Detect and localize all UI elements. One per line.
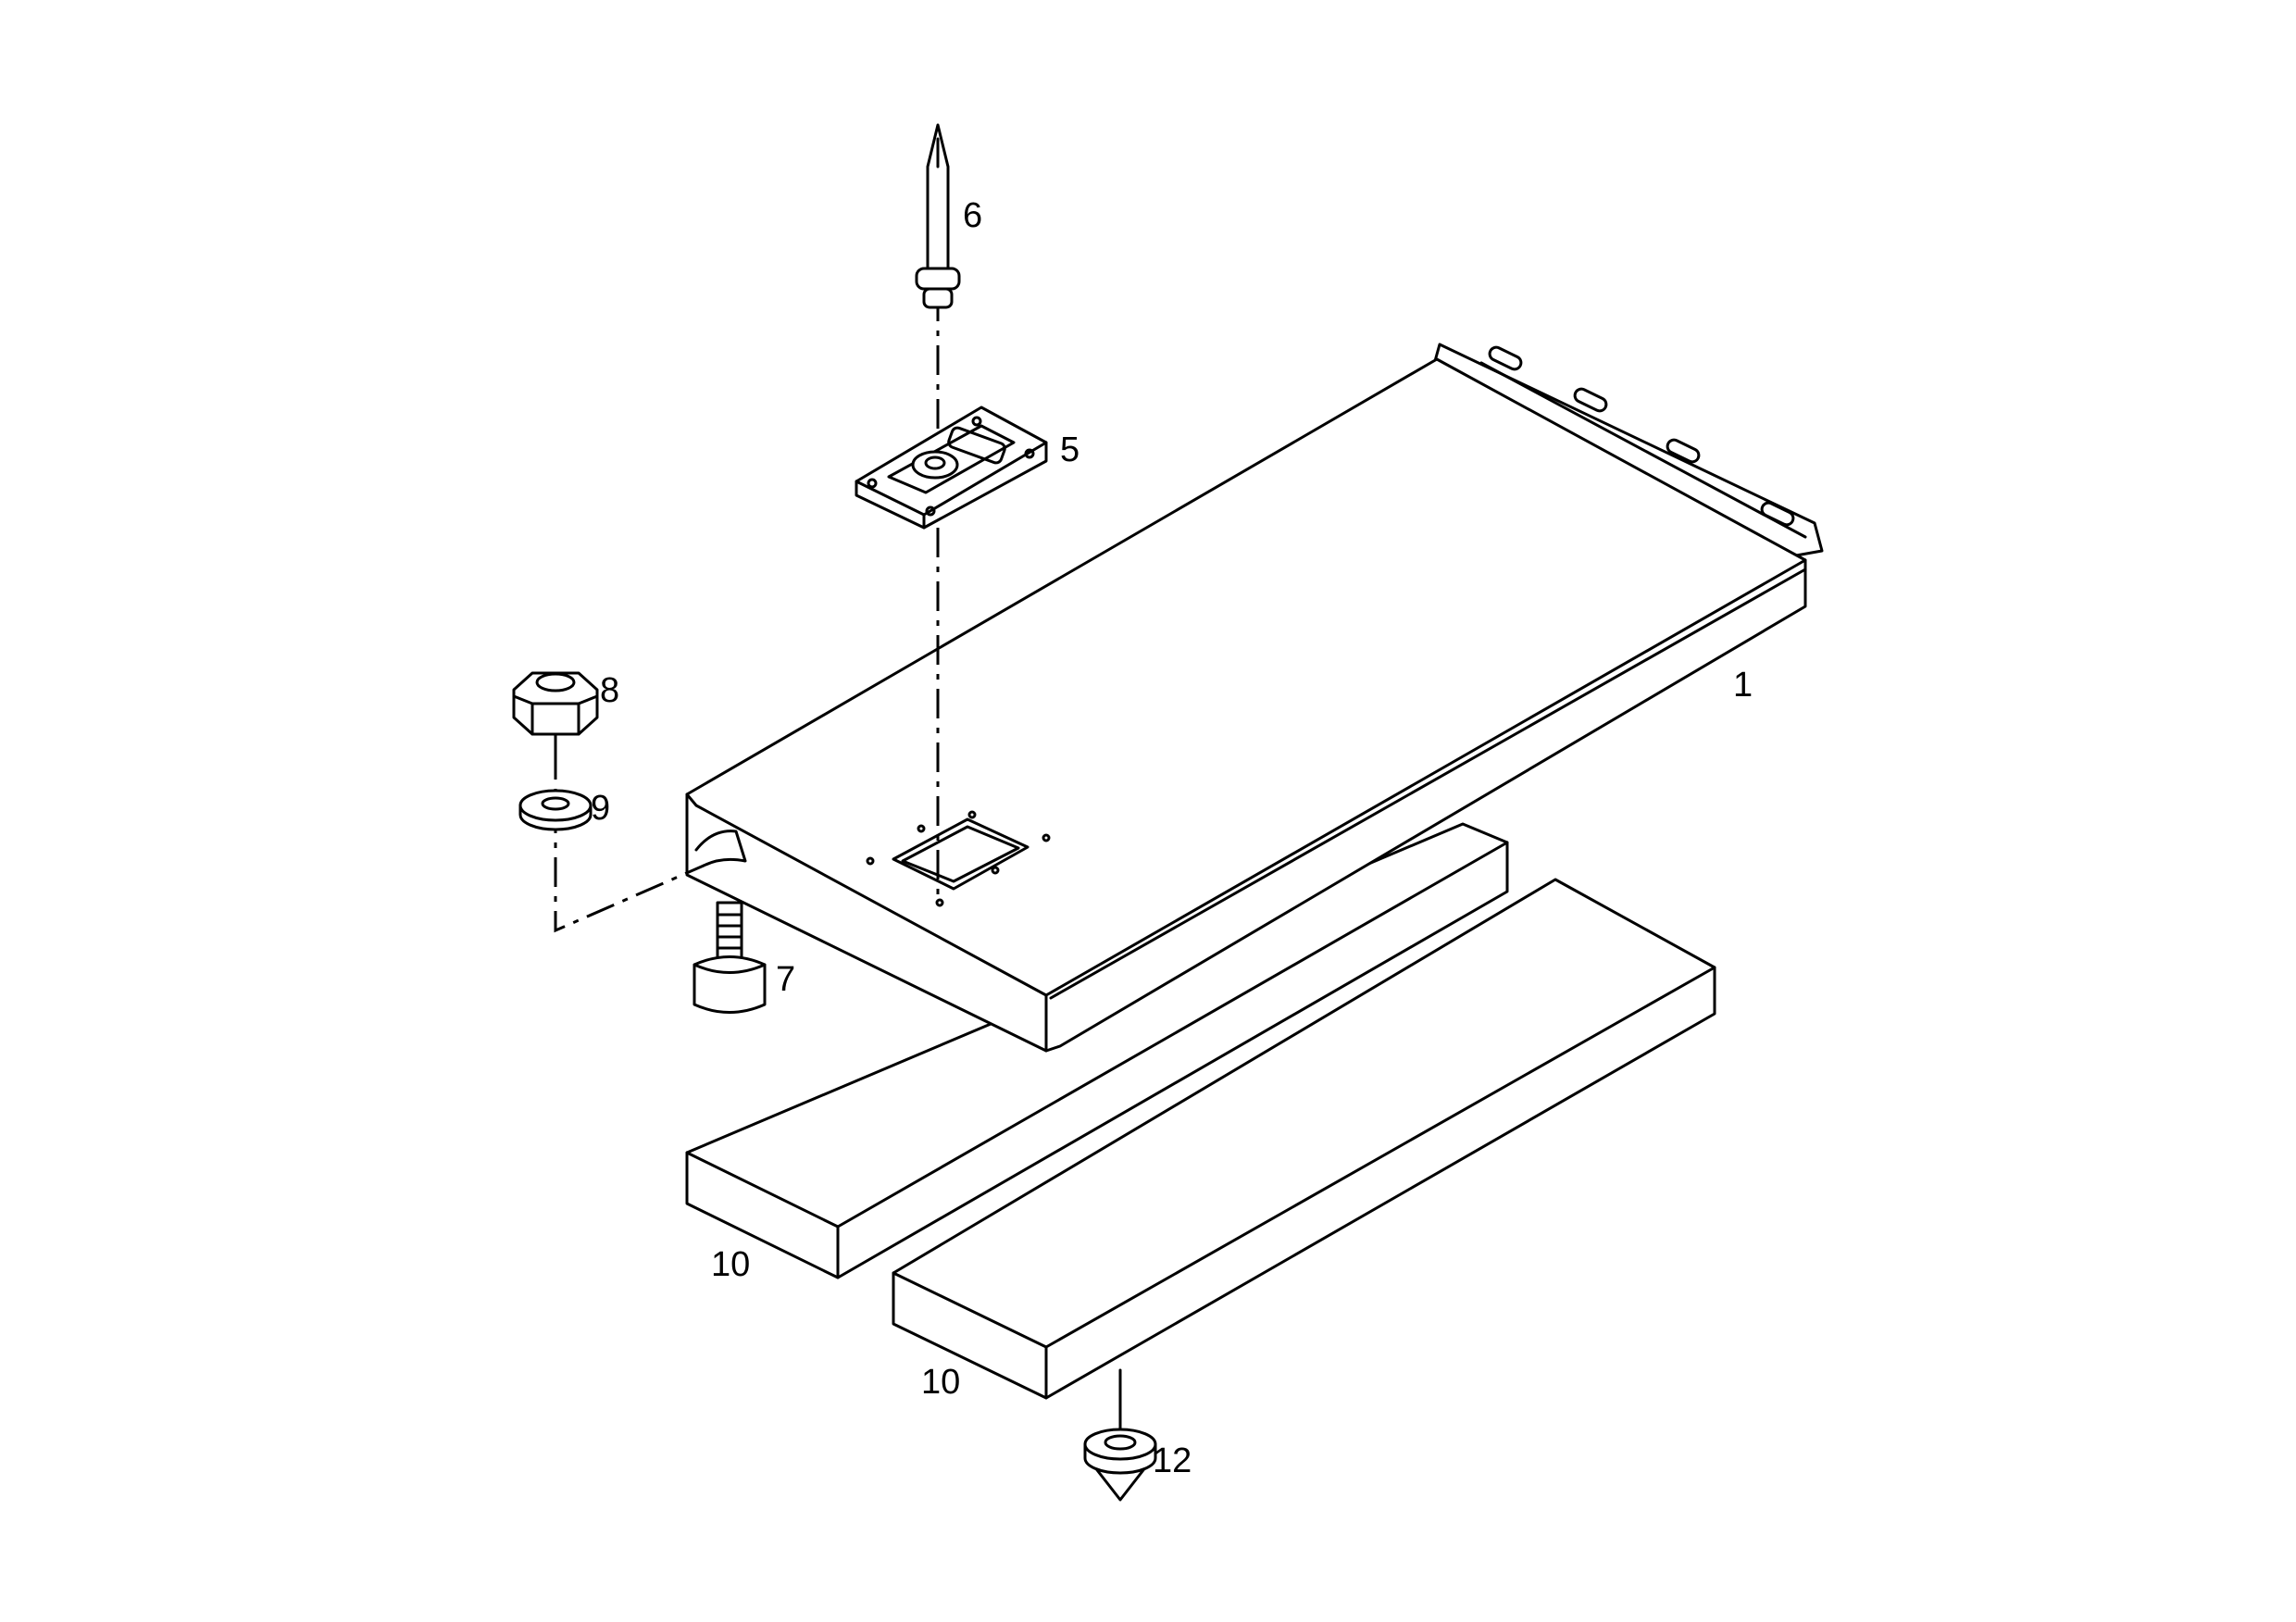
part-labels: 1 5 6 7 8 9 10 10 12	[591, 196, 1753, 1480]
label-bolt: 7	[776, 960, 795, 999]
label-lid: 1	[1733, 666, 1753, 705]
block-right	[892, 878, 1716, 1400]
screw-holes	[866, 810, 1051, 907]
foot	[1083, 1428, 1157, 1502]
label-pin: 6	[963, 196, 982, 235]
block-left	[685, 822, 1509, 1279]
label-block-left: 10	[711, 1245, 750, 1284]
latch-plate	[855, 406, 1048, 530]
lid	[685, 343, 1824, 1053]
pin	[915, 123, 961, 309]
label-nut: 8	[600, 671, 619, 710]
bolt	[693, 901, 767, 1014]
label-latch-plate: 5	[1060, 430, 1079, 469]
washer	[518, 789, 593, 831]
label-block-right: 10	[921, 1363, 960, 1402]
label-washer: 9	[591, 789, 610, 828]
nut	[512, 671, 599, 736]
hinge-slots	[1488, 345, 1795, 527]
label-foot: 12	[1153, 1441, 1192, 1480]
